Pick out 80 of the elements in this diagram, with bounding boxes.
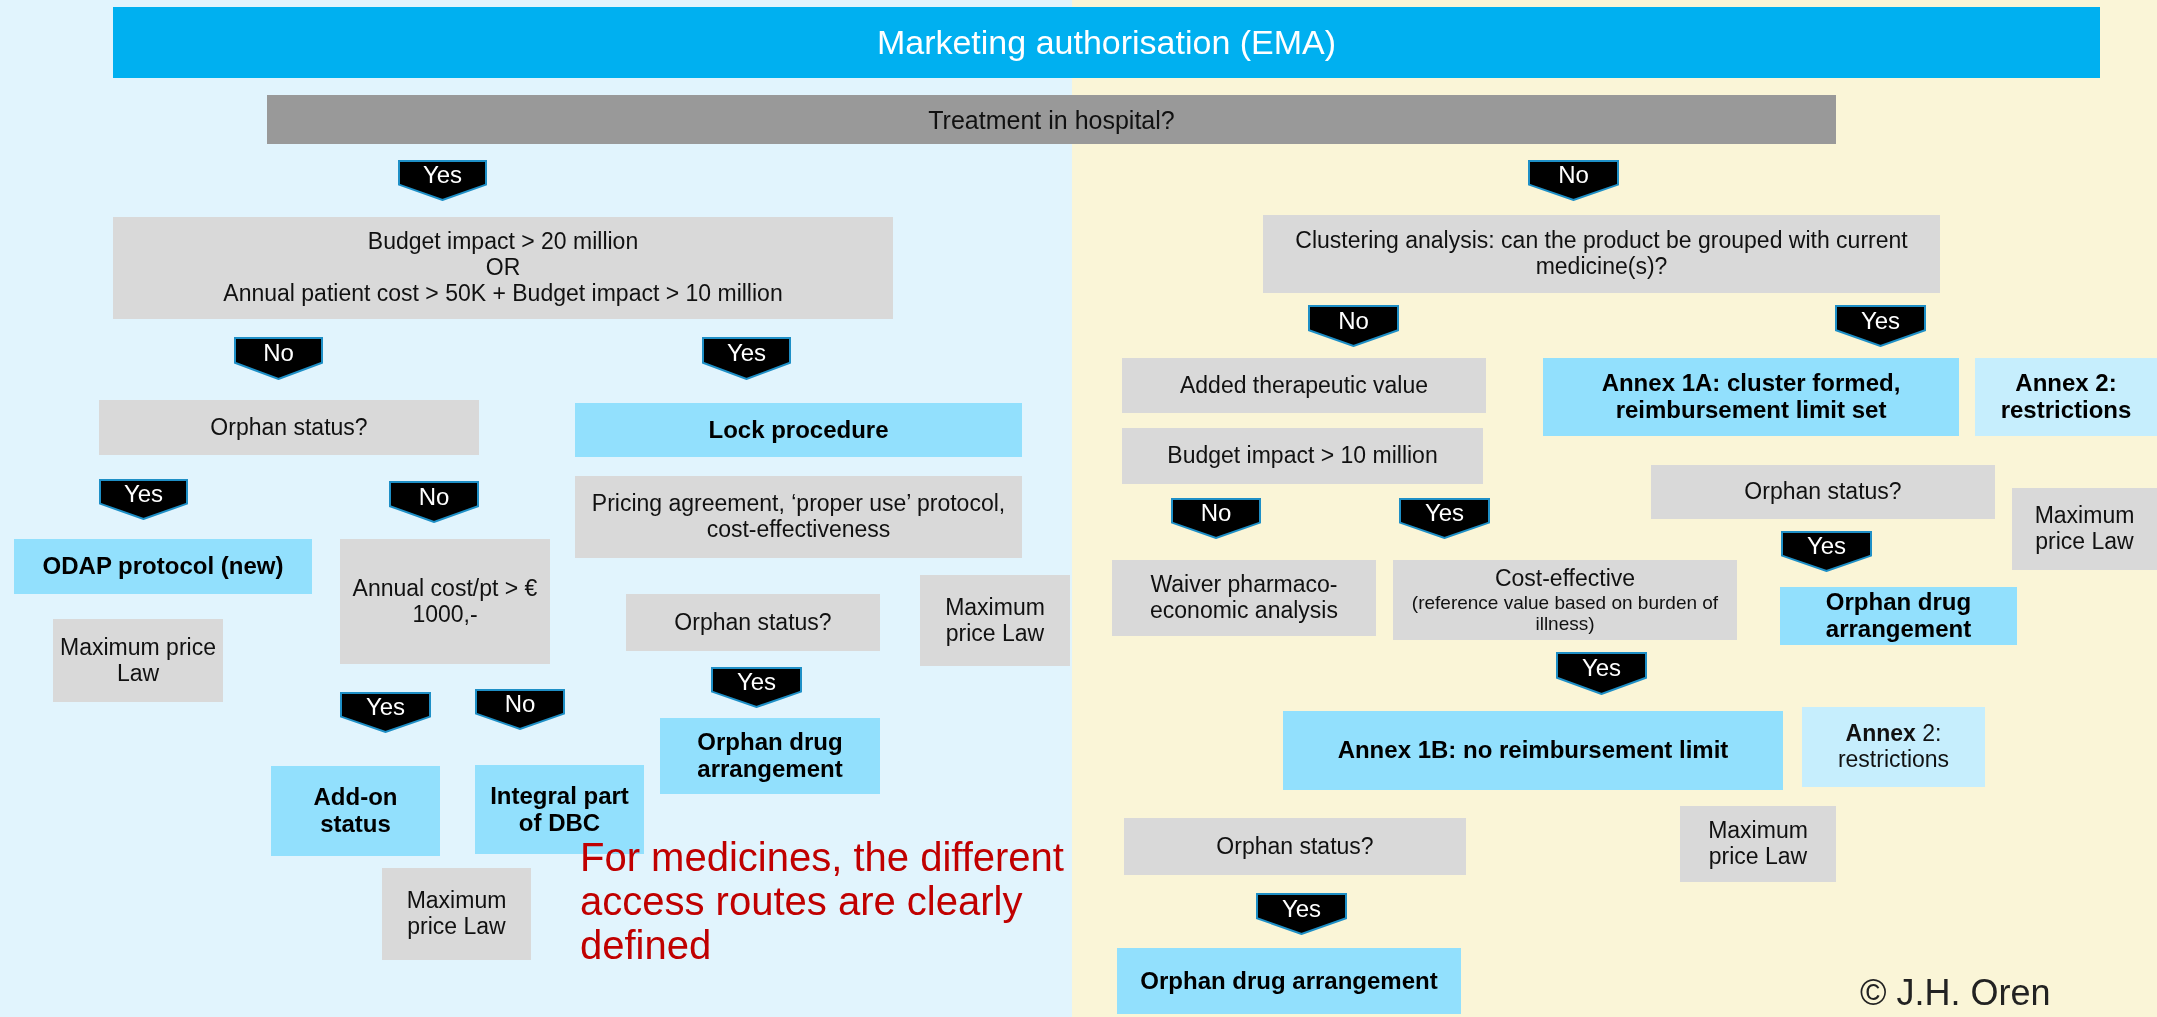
box-text: Annual cost/pt > € 1000,- bbox=[351, 575, 539, 628]
question-box bbox=[575, 476, 1022, 558]
box-text: Annex 2: restrictions bbox=[1999, 370, 2133, 424]
decision-label: Yes bbox=[1281, 895, 1322, 923]
box-text: ODAP protocol (new) bbox=[42, 553, 284, 580]
outcome-box bbox=[1975, 358, 2157, 436]
decision-label: Yes bbox=[422, 162, 463, 189]
box-text: Annex 1B: no reimbursement limit bbox=[1337, 737, 1729, 764]
box-text: Budget impact > 10 million bbox=[1167, 443, 1438, 469]
decision-label: No bbox=[418, 483, 450, 511]
question-box bbox=[53, 619, 223, 702]
box-text: Waiver pharmaco-economic analysis bbox=[1149, 572, 1339, 624]
box-text: Maximum price Law bbox=[2033, 503, 2136, 555]
box-text: Clustering analysis: can the product be grouped with current medicine(s)? bbox=[1294, 228, 1909, 280]
decision-label: Yes bbox=[1806, 533, 1847, 560]
question-box bbox=[382, 868, 531, 960]
outcome-box bbox=[271, 766, 440, 856]
box-text: Annex 1A: cluster formed, reimbursement limit set bbox=[1600, 370, 1902, 424]
question-box bbox=[1122, 358, 1486, 413]
decision-label: No bbox=[263, 340, 294, 367]
outcome-box bbox=[14, 539, 312, 594]
box-text: Orphan drug arrangement bbox=[1140, 967, 1438, 995]
box-text: Add-on status bbox=[312, 784, 399, 838]
decision-label: No bbox=[1558, 162, 1589, 189]
decision-label: Yes bbox=[726, 340, 767, 367]
outcome-box bbox=[1780, 587, 2017, 645]
box-text: Orphan status? bbox=[210, 414, 368, 441]
box-text: Cost-effective bbox=[1494, 565, 1636, 592]
box-text: Maximum price Law bbox=[59, 634, 217, 687]
box-text: Integral part of DBC bbox=[489, 782, 630, 837]
question-box bbox=[1122, 428, 1483, 484]
question-box bbox=[113, 217, 893, 319]
box-text: OR bbox=[485, 255, 521, 281]
question-box bbox=[340, 539, 550, 664]
question-box bbox=[99, 400, 479, 455]
box-text: Added therapeutic value bbox=[1179, 372, 1429, 399]
box-text: Orphan status? bbox=[1216, 833, 1374, 860]
box-text: Pricing agreement, ‘proper use’ protocol, cost-effectiveness bbox=[590, 491, 1007, 543]
box-text: Annual patient cost > 50K + Budget impact > 10 million bbox=[223, 280, 783, 307]
question-box bbox=[1124, 818, 1466, 875]
copyright-note: © J.H. Oren bbox=[1860, 972, 2051, 1014]
box-text: (reference value based on burden of illness) bbox=[1410, 591, 1720, 635]
decision-label: Yes bbox=[1860, 307, 1901, 335]
box-text: Orphan status? bbox=[674, 609, 832, 636]
box-text: Budget impact > 20 million bbox=[367, 229, 639, 256]
box-text: Maximum price Law bbox=[1707, 818, 1809, 870]
decision-label: No bbox=[1200, 500, 1232, 527]
question-box bbox=[2012, 488, 2157, 570]
outcome-box bbox=[1543, 358, 1959, 436]
decision-label: No bbox=[1338, 307, 1369, 335]
question-box bbox=[1680, 806, 1836, 882]
title-banner bbox=[113, 7, 2100, 78]
box-text: Annex 2: restrictions bbox=[1836, 721, 1951, 773]
outcome-box bbox=[575, 403, 1022, 457]
box-text: Orphan drug arrangement bbox=[1824, 589, 1973, 643]
box-text: Orphan status? bbox=[1744, 479, 1902, 505]
box-text: Treatment in hospital? bbox=[928, 105, 1175, 134]
question-bar bbox=[267, 95, 1836, 144]
outcome-box bbox=[1802, 707, 1985, 787]
decision-label: Yes bbox=[1424, 500, 1465, 527]
decision-label: Yes bbox=[736, 669, 777, 696]
question-box bbox=[626, 594, 880, 651]
question-box bbox=[1393, 560, 1737, 640]
question-box bbox=[1651, 465, 1995, 519]
question-box bbox=[920, 575, 1070, 666]
decision-label: Yes bbox=[1581, 655, 1622, 682]
box-text: Maximum price Law bbox=[944, 594, 1046, 647]
decision-label: No bbox=[504, 691, 536, 718]
box-text: Orphan drug arrangement bbox=[696, 729, 844, 783]
box-text: Marketing authorisation (EMA) bbox=[876, 23, 1337, 62]
outcome-box bbox=[660, 718, 880, 794]
question-box bbox=[1263, 215, 1940, 293]
decision-label: Yes bbox=[123, 481, 164, 508]
decision-label: Yes bbox=[365, 694, 406, 721]
outcome-box bbox=[1117, 948, 1461, 1014]
box-text: Lock procedure bbox=[708, 416, 889, 444]
box-text: Maximum price Law bbox=[405, 888, 508, 940]
question-box bbox=[1112, 560, 1376, 636]
outcome-box bbox=[1283, 711, 1783, 790]
overlay-text: For medicines, the different access routes are clearly defined bbox=[580, 835, 1065, 967]
